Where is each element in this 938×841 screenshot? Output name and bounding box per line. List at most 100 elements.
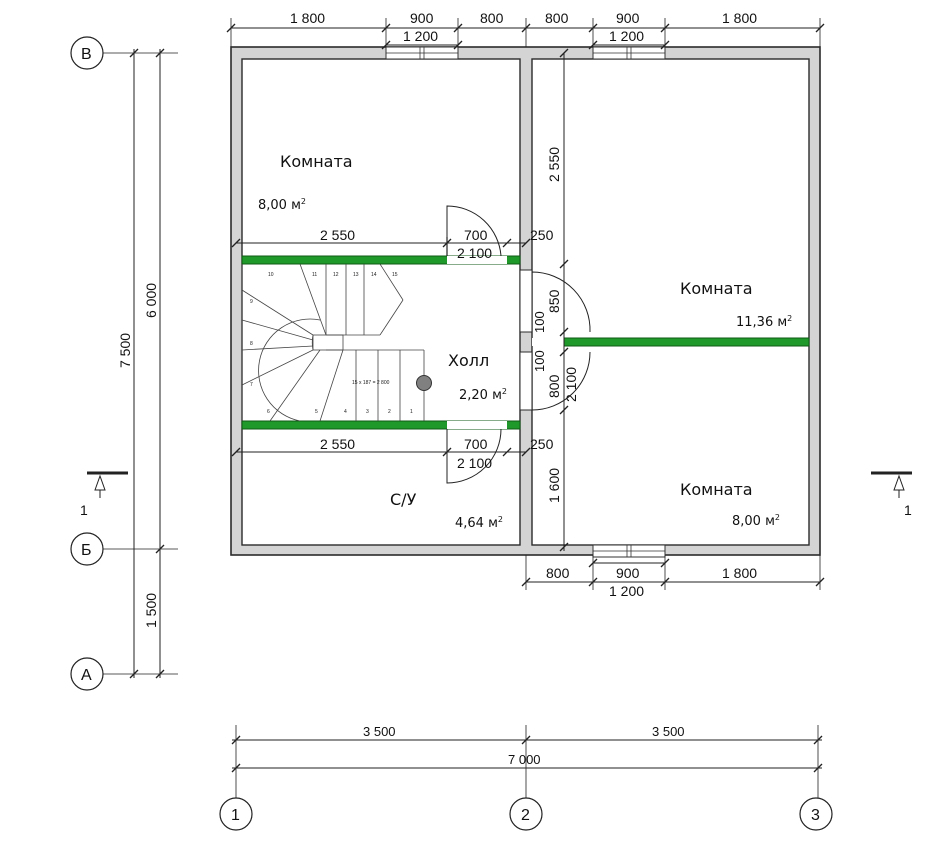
- stair-num-7: 7: [250, 382, 253, 388]
- stair-num-12: 12: [333, 272, 339, 278]
- dim-bot-900: 900: [616, 565, 640, 581]
- dim-hall-top-700: 700: [464, 227, 488, 243]
- hall-area: 2,20 м2: [459, 387, 507, 403]
- room-nw-area: 8,00 м2: [258, 197, 306, 213]
- dim-top-900b: 900: [616, 10, 640, 26]
- dim-left-1500: 1 500: [143, 593, 159, 628]
- opening-2: [447, 421, 507, 429]
- dim-top-1800a: 1 800: [290, 10, 325, 26]
- door-openings: [447, 256, 564, 429]
- stair-num-9: 9: [250, 299, 253, 305]
- opening-5: [532, 338, 564, 346]
- dim-hall-top-2550: 2 550: [320, 227, 355, 243]
- axis-col-2-label: 2: [521, 807, 530, 824]
- east-rooms: [531, 58, 810, 546]
- bottom-axes: 3 500 3 500 7 000 1 2 3: [219, 724, 833, 831]
- chimney-column: [416, 375, 432, 391]
- stair-num-15: 15: [392, 272, 398, 278]
- doors: [446, 205, 591, 484]
- dim-bot-1200: 1 200: [609, 583, 644, 599]
- axis-row-b-circle: [70, 532, 104, 566]
- left-axes: 7 500 6 000 1 500 В Б А: [70, 36, 178, 691]
- section-mark-left: 1: [80, 471, 128, 518]
- section-label-right: 1: [904, 502, 912, 518]
- dim-hall-bot-250: 250: [530, 436, 554, 452]
- room-e-area: 11,36 м2: [736, 314, 792, 330]
- stair-note: 15 х 187 = 2 800: [352, 380, 390, 386]
- dim-top-1200b: 1 200: [609, 28, 644, 44]
- dim-v-2100: 2 100: [563, 367, 579, 402]
- room-labels: Комната 8,00 м2 Комната 11,36 м2 Комната…: [258, 152, 792, 531]
- windows: [385, 46, 666, 558]
- window-bottom-right: [592, 544, 666, 558]
- dim-top-1800b: 1 800: [722, 10, 757, 26]
- dim-top-800a: 800: [480, 10, 504, 26]
- partition-bottom: [241, 420, 521, 430]
- west-rooms: [241, 58, 521, 546]
- bath-name: С/У: [390, 490, 417, 509]
- stair-num-11: 11: [312, 272, 317, 278]
- stair-num-14: 14: [371, 272, 377, 278]
- dim-v-850: 850: [546, 289, 562, 313]
- dim-hall-top-250: 250: [530, 227, 554, 243]
- door-e-room: [531, 271, 591, 333]
- axis-row-v-label: В: [81, 46, 92, 63]
- east-vertical-dimensions: 2 550 850 100 100 800 2 100 1 600: [532, 48, 579, 552]
- dim-hall-bot-2550: 2 550: [320, 436, 355, 452]
- window-top-left: [385, 46, 459, 60]
- dim-total-7000: 7 000: [508, 752, 541, 767]
- section-arrow-right: [893, 474, 905, 491]
- room-nw-name: Комната: [280, 152, 353, 171]
- section-arrow-left: [94, 474, 106, 491]
- bottom-dimensions: 800 900 1 800 1 200: [521, 555, 825, 599]
- dim-total-3500a: 3 500: [363, 724, 396, 739]
- partition-east: [563, 337, 810, 347]
- dim-hall-top-2100: 2 100: [457, 245, 492, 261]
- stair-num-1: 1: [410, 409, 413, 415]
- dim-v-100a: 100: [532, 311, 547, 333]
- partitions: [241, 255, 810, 430]
- stair-num-3: 3: [366, 409, 369, 415]
- window-top-right: [592, 46, 666, 60]
- stair-num-13: 13: [353, 272, 359, 278]
- dim-v-1600: 1 600: [546, 468, 562, 503]
- dim-top-800b: 800: [545, 10, 569, 26]
- dim-hall-bot-2100: 2 100: [457, 455, 492, 471]
- opening-4: [519, 351, 533, 411]
- axis-col-2-circle: [509, 797, 543, 831]
- dim-top-1200a: 1 200: [403, 28, 438, 44]
- dim-bot-1800: 1 800: [722, 565, 757, 581]
- hall-dimensions: 2 550 700 2 100 250 2 550 700 2 100 250: [231, 227, 554, 471]
- door-bath: [446, 428, 502, 484]
- bath-area: 4,64 м2: [455, 515, 503, 531]
- room-se-name: Комната: [680, 480, 753, 499]
- axis-row-a-label: А: [81, 667, 92, 684]
- stair-num-5: 5: [315, 409, 318, 415]
- dim-left-7500: 7 500: [117, 333, 133, 368]
- stair-num-4: 4: [344, 409, 347, 415]
- dim-total-3500b: 3 500: [652, 724, 685, 739]
- door-nw-room: [446, 205, 502, 257]
- hall-name: Холл: [448, 351, 489, 370]
- axis-row-v-circle: [70, 36, 104, 70]
- top-dimensions: 1 800 900 800 800 900 1 800 1 200 1 200: [226, 10, 825, 50]
- dim-v-100b: 100: [532, 350, 547, 372]
- opening-1: [447, 256, 507, 264]
- staircase: 1 2 3 4 5 6 7 8 9 10 11 12 13 14 15 15 х…: [241, 263, 432, 422]
- dim-bot-800: 800: [546, 565, 570, 581]
- stair-num-10: 10: [268, 272, 274, 278]
- dim-left-6000: 6 000: [143, 283, 159, 318]
- axis-row-b-label: Б: [81, 542, 92, 559]
- dim-hall-bot-700: 700: [464, 436, 488, 452]
- axis-col-3-label: 3: [811, 807, 820, 824]
- axis-col-3-circle: [799, 797, 833, 831]
- axis-row-a-circle: [70, 657, 104, 691]
- dim-v-800: 800: [546, 374, 562, 398]
- opening-3: [519, 269, 533, 333]
- stair-num-2: 2: [388, 409, 391, 415]
- axis-col-1-circle: [219, 797, 253, 831]
- axis-col-1-label: 1: [231, 807, 240, 824]
- door-se-room: [531, 351, 591, 411]
- room-e-name: Комната: [680, 279, 753, 298]
